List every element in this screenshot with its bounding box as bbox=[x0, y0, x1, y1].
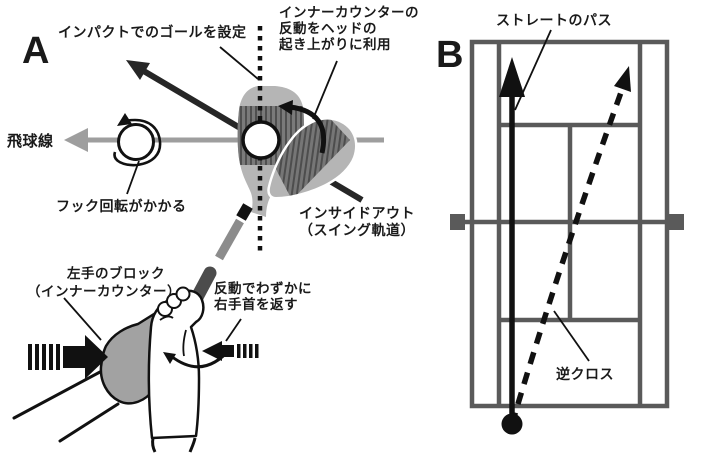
leader-reverse-cross bbox=[553, 310, 590, 362]
annotation-straight-pass: ストレートのパス bbox=[496, 12, 612, 28]
right-hand bbox=[147, 286, 205, 440]
annotation-recoil-wrist-l1: 反動でわずかに bbox=[214, 281, 312, 296]
recoil-arrow bbox=[202, 341, 259, 361]
right-arm bbox=[151, 437, 197, 453]
left-block-arrow bbox=[28, 335, 108, 379]
left-arm bbox=[12, 370, 120, 443]
ball-flight-spin bbox=[113, 113, 162, 167]
net-post-right bbox=[669, 214, 684, 230]
leader-impact-goal bbox=[219, 46, 259, 80]
ball-position bbox=[501, 413, 523, 435]
annotation-recoil-wrist: 反動でわずかに右手首を返す bbox=[214, 281, 312, 313]
annotation-recoil-wrist-l2: 右手首を返す bbox=[214, 296, 298, 312]
annotation-inner-counter-l1: インナーカウンターの bbox=[279, 5, 419, 20]
annotation-inner-counter-l3: 起き上がりに利用 bbox=[279, 36, 391, 52]
reverse-cross-arrow bbox=[509, 66, 631, 425]
head-rise-arrow bbox=[278, 100, 327, 154]
annotation-flight-line: 飛球線 bbox=[7, 133, 54, 150]
club-shaft bbox=[215, 203, 253, 261]
panel-a-label: A bbox=[22, 30, 50, 72]
net-post-left bbox=[450, 214, 465, 230]
net-line bbox=[450, 214, 684, 230]
annotation-reverse-cross: 逆クロス bbox=[556, 366, 614, 382]
annotation-inside-out-l1: インサイドアウト bbox=[299, 205, 415, 221]
annotation-left-hand-block-l1: 左手のブロック bbox=[67, 266, 165, 281]
annotation-inside-out: インサイドアウト（スイング軌道） bbox=[299, 205, 415, 238]
spin-arrow bbox=[113, 118, 162, 167]
leader-inner-counter bbox=[312, 60, 338, 120]
annotation-inner-counter-l2: 反動をヘッドの bbox=[279, 20, 377, 36]
straight-pass-arrow bbox=[499, 57, 525, 424]
leader-lines-a bbox=[63, 46, 338, 342]
leader-straight-pass bbox=[514, 29, 552, 111]
club-head-followthrough bbox=[267, 117, 358, 200]
leader-lines-b bbox=[514, 29, 590, 362]
annotation-impact-goal: インパクトでのゴールを設定 bbox=[58, 24, 247, 40]
ball-impact bbox=[241, 120, 281, 160]
leader-left-hand bbox=[63, 297, 102, 341]
panel-b-label: B bbox=[436, 34, 464, 76]
leader-hook-spin bbox=[126, 160, 140, 195]
annotation-hook-spin: フック回転がかかる bbox=[56, 198, 187, 214]
leader-recoil bbox=[225, 318, 242, 342]
annotation-left-hand-block-l2: （インナーカウンター） bbox=[27, 284, 181, 299]
annotation-inside-out-l2: （スイング軌道） bbox=[299, 221, 415, 238]
annotation-inner-counter: インナーカウンターの反動をヘッドの起き上がりに利用 bbox=[279, 5, 419, 53]
